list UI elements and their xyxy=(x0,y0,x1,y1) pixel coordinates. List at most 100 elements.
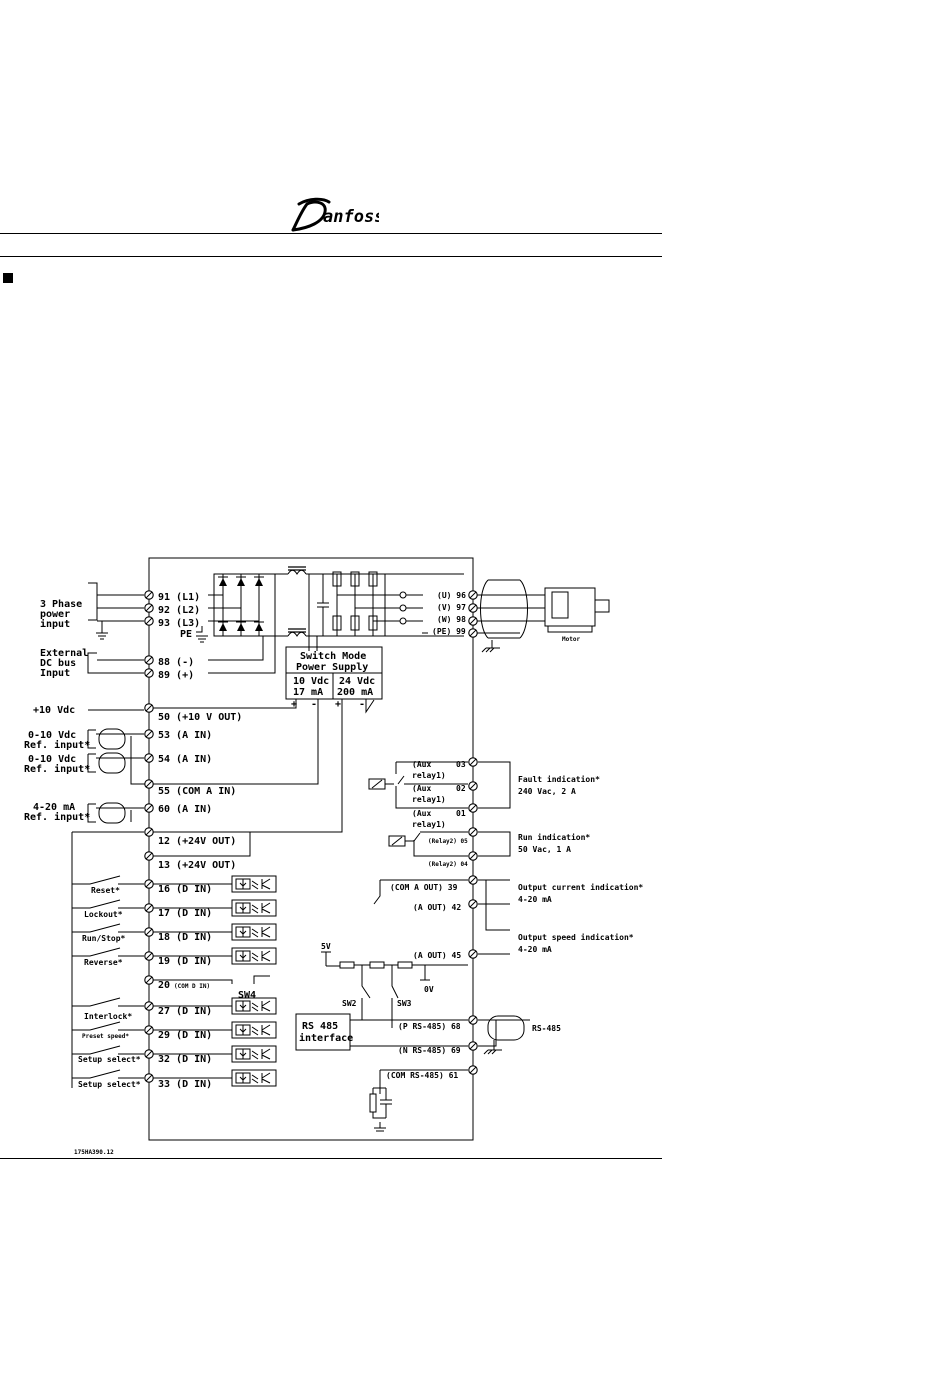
terminal-screw xyxy=(144,616,154,626)
terminal-screw xyxy=(144,851,154,861)
aout-speed-1: Output speed indication* xyxy=(518,932,634,942)
rs485-box-1: RS 485 xyxy=(302,1021,338,1032)
figure-code: 175HA390.12 xyxy=(74,1149,114,1156)
relay1-02-post: 02 xyxy=(456,784,466,793)
terminal-20-label: (COM D IN) xyxy=(174,983,210,990)
psu-left-2: 17 mA xyxy=(293,687,323,698)
terminal-screw xyxy=(468,781,478,791)
ext-label-54a: 0-10 Vdc xyxy=(28,754,76,765)
terminal-91: 91 (L1) xyxy=(158,592,200,603)
terminal-93: 93 (L3) xyxy=(158,618,200,629)
sw3-label: SW3 xyxy=(397,999,412,1008)
psu-right-1: 24 Vdc xyxy=(339,676,375,687)
mains-label-3: input xyxy=(40,618,70,630)
rs485-68: (P RS-485) 68 xyxy=(398,1022,461,1031)
digital-input-rows xyxy=(72,875,277,1087)
terminal-screw xyxy=(144,903,154,913)
terminal-99: (PE) 99 xyxy=(432,627,466,636)
terminal-29: 29 (D IN) xyxy=(158,1030,212,1041)
relay2-04: (Relay2) 04 xyxy=(428,861,468,868)
power-supply-box: Switch Mode Power Supply 10 Vdc 17 mA 24… xyxy=(285,646,383,710)
terminal-screw xyxy=(144,1049,154,1059)
relay1-02-pre: (Aux xyxy=(412,784,431,793)
aout-speed-2: 4-20 mA xyxy=(518,945,552,954)
relay1-03-line2: relay1) xyxy=(412,771,446,780)
relay1-03-pre: (Aux xyxy=(412,760,431,769)
rs485-ext-label: RS-485 xyxy=(532,1024,561,1033)
relay1-01-post: 01 xyxy=(456,809,466,818)
sw2-label: SW2 xyxy=(342,999,357,1008)
terminal-screw xyxy=(468,616,478,626)
terminal-33: 33 (D IN) xyxy=(158,1079,212,1090)
ext-label-60b: Ref. input* xyxy=(24,811,90,823)
sw4-label: SW4 xyxy=(238,990,256,1001)
terminal-screw xyxy=(468,628,478,638)
digital-input-row xyxy=(72,923,277,941)
terminal-screw xyxy=(468,1041,478,1051)
motor-label: Motor xyxy=(562,636,580,643)
terminal-screw xyxy=(144,1001,154,1011)
psu-title-1: Switch Mode xyxy=(300,650,366,662)
aout-5v: 5V xyxy=(321,942,331,951)
relay2-group: (Relay2) 05 (Relay2) 04 Run indication* … xyxy=(388,831,590,868)
relay2-desc-2: 50 Vac, 1 A xyxy=(518,845,571,854)
rs485-61: (COM RS-485) 61 xyxy=(386,1071,458,1080)
section-bullet xyxy=(3,273,13,283)
header-rule-top xyxy=(0,233,662,234)
switch-label-preset: Preset speed* xyxy=(82,1033,129,1040)
relay1-03-post: 03 xyxy=(456,760,466,769)
junction-node xyxy=(399,604,407,612)
ext-label-53a: 0-10 Vdc xyxy=(28,730,76,741)
dcbus-label-2: DC bus xyxy=(40,658,76,669)
switch-label-interlock: Interlock* xyxy=(84,1012,132,1021)
relay2-desc-1: Run indication* xyxy=(518,832,590,842)
terminal-screw xyxy=(144,951,154,961)
terminal-32: 32 (D IN) xyxy=(158,1054,212,1065)
terminal-screw xyxy=(144,655,154,665)
svg-text:+: + xyxy=(291,699,297,710)
terminal-screw xyxy=(468,590,478,600)
relay1-desc-2: 240 Vac, 2 A xyxy=(518,787,576,796)
aout-0v: 0V xyxy=(424,985,434,994)
switch-label-runstop: Run/Stop* xyxy=(82,934,126,943)
relay2-05: (Relay2) 05 xyxy=(428,838,468,845)
psu-left-1: 10 Vdc xyxy=(293,676,329,687)
ext-label-53b: Ref. input* xyxy=(24,739,90,751)
svg-text:anfoss: anfoss xyxy=(323,207,379,227)
analog-group: +10 Vdc 50 (+10 V OUT) 0-10 Vdc Ref. inp… xyxy=(24,699,375,871)
terminal-18: 18 (D IN) xyxy=(158,932,212,943)
analog-output-group: (COM A OUT) 39 (A OUT) 42 (A OUT) 45 Out… xyxy=(321,879,643,1028)
rs485-69: (N RS-485) 69 xyxy=(398,1046,461,1055)
digital-input-row xyxy=(72,947,277,965)
mains-label-2: power xyxy=(40,609,70,620)
terminal-screw xyxy=(468,603,478,613)
inverter-bridge xyxy=(332,571,400,636)
svg-text:+: + xyxy=(335,699,341,710)
terminal-screw xyxy=(144,975,154,985)
terminal-27: 27 (D IN) xyxy=(158,1006,212,1017)
aout-39: (COM A OUT) 39 xyxy=(390,883,458,892)
drive-enclosure xyxy=(148,557,474,1141)
terminal-screw xyxy=(468,803,478,813)
digital-input-row xyxy=(72,1069,277,1087)
mains-label-1: 3 Phase xyxy=(40,599,82,610)
pe-label: PE xyxy=(180,629,192,640)
terminal-screw xyxy=(144,1025,154,1035)
aout-current-1: Output current indication* xyxy=(518,882,643,892)
terminal-screw xyxy=(144,1073,154,1083)
terminal-19: 19 (D IN) xyxy=(158,956,212,967)
ext-label-54b: Ref. input* xyxy=(24,763,90,775)
dcbus-label-3: Input xyxy=(40,668,70,679)
terminal-screws xyxy=(144,590,478,1083)
wiring-diagram: 3 Phase power input 91 (L1) 92 (L2) 93 (… xyxy=(24,557,643,1156)
digital-input-row xyxy=(72,1045,277,1063)
psu-right-2: 200 mA xyxy=(337,687,373,698)
terminal-screw xyxy=(144,729,154,739)
terminal-97: (V) 97 xyxy=(437,603,466,612)
switch-label-reset: Reset* xyxy=(91,886,120,895)
terminal-17: 17 (D IN) xyxy=(158,908,212,919)
terminal-screw xyxy=(144,927,154,937)
terminal-92: 92 (L2) xyxy=(158,605,200,616)
switch-label-lockout: Lockout* xyxy=(84,910,123,919)
rs485-group: RS 485 interface (P RS-485) 68 (N RS-485… xyxy=(295,1013,561,1132)
